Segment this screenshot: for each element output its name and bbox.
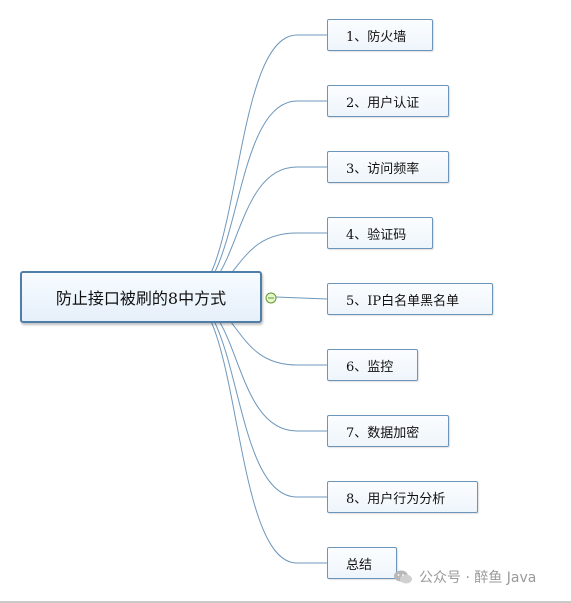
branch-node-ip-whitelist-blacklist[interactable]: 5、IP白名单黑名单 — [327, 283, 493, 315]
branch-label: 7、数据加密 — [346, 425, 420, 441]
branch-node-user-behavior-analysis[interactable]: 8、用户行为分析 — [327, 481, 478, 513]
branch-node-firewall[interactable]: 1、防火墙 — [327, 19, 433, 51]
branch-node-user-auth[interactable]: 2、用户认证 — [327, 85, 449, 117]
bottom-divider — [0, 601, 571, 603]
root-label: 防止接口被刷的8中方式 — [55, 289, 227, 308]
connector-line — [185, 296, 327, 498]
branch-label: 5、IP白名单黑名单 — [346, 293, 460, 309]
branch-node-summary[interactable]: 总结 — [327, 547, 397, 579]
branch-label: 2、用户认证 — [346, 95, 420, 111]
connector-line — [185, 100, 327, 298]
branch-node-captcha[interactable]: 4、验证码 — [327, 217, 433, 249]
wechat-icon — [394, 570, 412, 584]
branch-label: 1、防火墙 — [346, 29, 407, 45]
watermark-text: 公众号 · 醉鱼 Java — [419, 570, 537, 586]
branch-label: 总结 — [346, 557, 373, 573]
connector-line — [275, 296, 328, 300]
branch-node-access-frequency[interactable]: 3、访问频率 — [327, 151, 449, 183]
branch-node-monitoring[interactable]: 6、监控 — [327, 349, 418, 381]
branch-label: 4、验证码 — [346, 227, 407, 243]
connector-line — [185, 296, 327, 564]
branch-label: 6、监控 — [346, 359, 394, 375]
watermark: 公众号 · 醉鱼 Java — [393, 567, 536, 587]
connector-line — [185, 34, 327, 298]
root-node[interactable]: 防止接口被刷的8中方式 — [20, 271, 262, 323]
branch-label: 3、访问频率 — [346, 161, 420, 177]
branch-label: 8、用户行为分析 — [346, 491, 446, 507]
branch-node-data-encryption[interactable]: 7、数据加密 — [327, 415, 449, 447]
